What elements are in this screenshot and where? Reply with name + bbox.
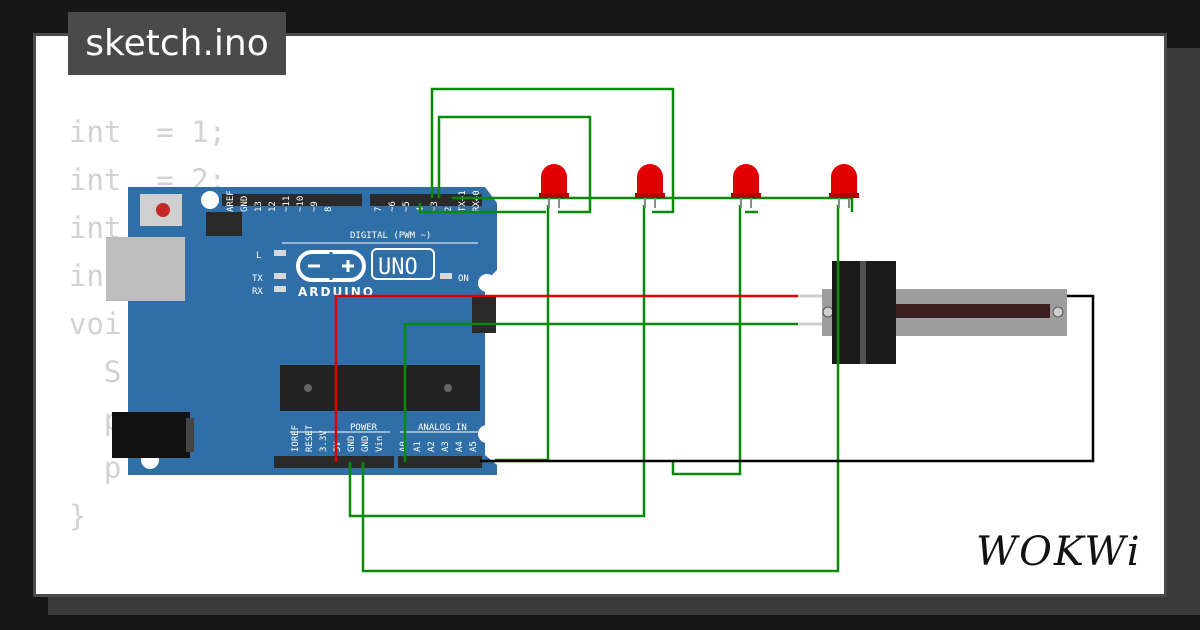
- code-line: voi: [69, 307, 122, 341]
- pin-label-8: 8: [324, 207, 334, 212]
- icsp-header: [472, 295, 496, 333]
- led-label-on: ON: [458, 274, 469, 284]
- wire-green: [671, 205, 742, 476]
- power-jack: [112, 412, 190, 458]
- pin-label-6: ~6: [388, 201, 398, 212]
- led-on: [440, 273, 452, 279]
- wire-green: [430, 87, 675, 214]
- led-2[interactable]: [635, 164, 665, 208]
- wire-green: [437, 115, 592, 214]
- pin-label-3v3: 3.3V: [319, 430, 329, 452]
- wire-green: [403, 322, 798, 462]
- mount-hole: [478, 425, 496, 443]
- led-4[interactable]: [829, 164, 859, 208]
- wire-red: [334, 294, 798, 462]
- pin-label-5v: 5V: [333, 441, 343, 452]
- pin-label-a5: A5: [469, 441, 479, 452]
- pin-label-3: ~3: [430, 201, 440, 212]
- led-l: [274, 250, 286, 256]
- led-label-tx: TX: [252, 274, 263, 284]
- screw-icon: [1052, 306, 1064, 318]
- screw-icon: [822, 306, 834, 318]
- code-line: p: [69, 451, 122, 485]
- power-header-label: POWER: [350, 423, 378, 433]
- pin-label-gnd: GND: [240, 196, 250, 212]
- pin-label-rx: RX←0: [472, 190, 482, 212]
- led-label-rx: RX: [252, 287, 263, 297]
- led-label-l: L: [256, 251, 261, 261]
- usb-port: [106, 237, 185, 301]
- pin-label-reset: RESET: [305, 424, 315, 452]
- pin-label-aref: AREF: [226, 190, 236, 212]
- wire-green: [452, 196, 854, 212]
- sketch-title-tab[interactable]: sketch.ino: [68, 12, 286, 75]
- pin-label-7: 7: [374, 207, 384, 212]
- arduino-uno-board[interactable]: AREF GND 13 12 ~11 ~10 ~9 8 7 ~6 ~5 4 ~3…: [106, 187, 497, 475]
- pin-label-11: ~11: [282, 196, 292, 212]
- led-3[interactable]: [731, 164, 761, 208]
- wire-green: [348, 205, 646, 518]
- digital-header-label: DIGITAL (PWM ~): [350, 231, 431, 241]
- slide-potentiometer[interactable]: [822, 261, 1067, 364]
- pin-label-a2: A2: [427, 441, 437, 452]
- arduino-logo: [296, 250, 366, 282]
- mount-hole: [201, 191, 219, 209]
- mount-hole: [478, 274, 496, 292]
- pin-label-13: 13: [254, 201, 264, 212]
- pin-label-tx: TX→1: [458, 190, 468, 212]
- pin-label-a1: A1: [413, 441, 423, 452]
- code-line: int = 1;: [69, 115, 227, 149]
- wire-green: [495, 205, 550, 462]
- pin-label-9: ~9: [310, 201, 320, 212]
- pin-label-a4: A4: [455, 441, 465, 452]
- code-line: }: [69, 499, 87, 533]
- icsp-header: [206, 212, 242, 236]
- led-rx: [274, 286, 286, 292]
- analog-header-label: ANALOG IN: [418, 423, 467, 433]
- wokwi-logo: WOKWi: [976, 529, 1142, 575]
- pin-label-vin: Vin: [375, 436, 385, 452]
- pin-label-ioref: IOREF: [291, 425, 301, 452]
- potentiometer-track: [895, 304, 1050, 318]
- code-line: S: [69, 355, 122, 389]
- led-tx: [274, 273, 286, 279]
- analog-header: [398, 456, 482, 468]
- pin-label-5: ~5: [402, 201, 412, 212]
- pin-label-a3: A3: [441, 441, 451, 452]
- digital-header-left: [222, 194, 362, 206]
- pin-label-2: 2: [444, 207, 454, 212]
- board-model: UNO: [378, 255, 418, 280]
- reset-button[interactable]: [156, 203, 170, 217]
- led-1[interactable]: [539, 164, 569, 208]
- pin-label-12: 12: [268, 201, 278, 212]
- wire-green: [361, 205, 840, 573]
- pin-label-10: ~10: [296, 196, 306, 212]
- pin-label-gnd-1: GND: [347, 436, 357, 452]
- wire-green: [418, 203, 546, 214]
- code-line: in: [69, 259, 104, 293]
- wire-black: [480, 294, 1095, 463]
- pin-label-gnd-2: GND: [361, 436, 371, 452]
- power-header: [274, 456, 394, 468]
